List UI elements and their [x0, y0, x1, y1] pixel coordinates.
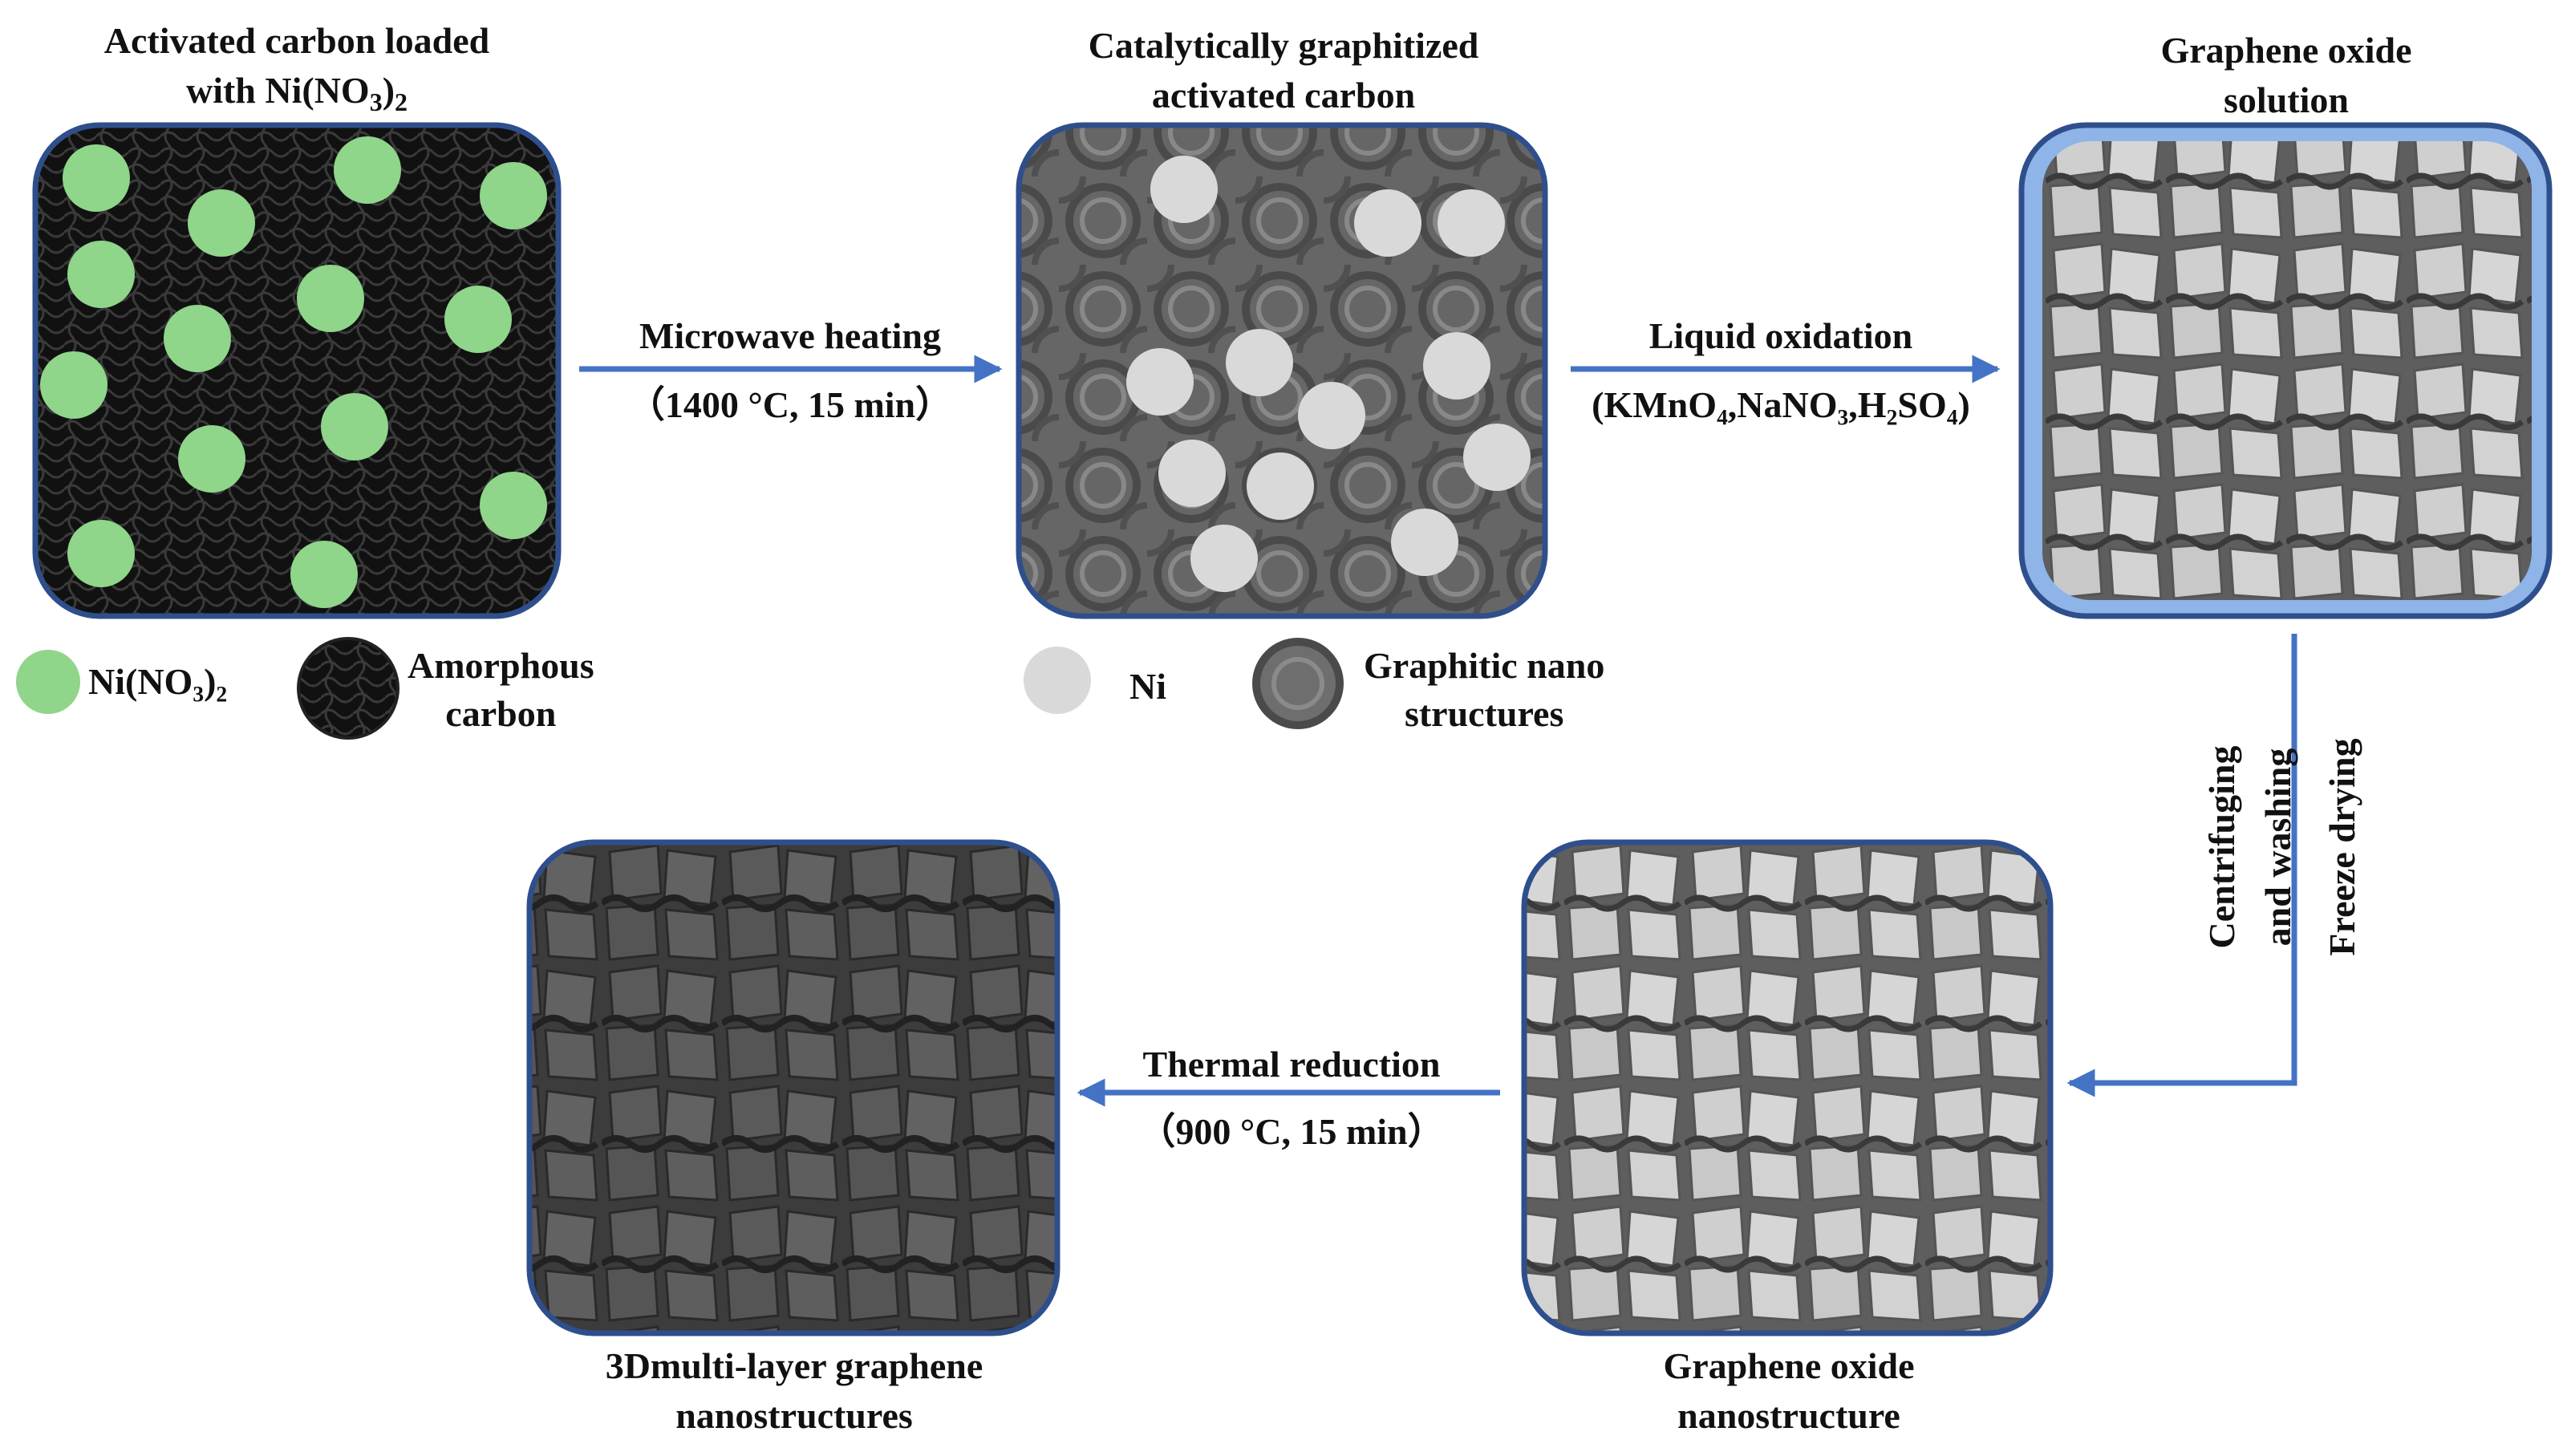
legend-graphitic-label: Graphitic nano structures [1364, 645, 1605, 734]
panel2-title: Catalytically graphitized activated carb… [1088, 25, 1479, 116]
arrow3-label-washing: and washing [2257, 748, 2298, 947]
legend-ni-label: Ni [1129, 666, 1166, 707]
arrow1-label: Microwave heating [639, 315, 942, 356]
arrow-centrifuge-freeze-dry [2066, 634, 2297, 1097]
panel3-title: Graphene oxide solution [2160, 30, 2412, 120]
panel-graphitized-carbon [1016, 122, 1548, 619]
panel-3d-graphene [526, 839, 1060, 1336]
panel1-title: Activated carbon loaded with Ni(NO3)2 [103, 20, 490, 117]
legend-graphitic-swatch [1252, 638, 1344, 729]
legend-ni-nitrate-label: Ni(NO₃)₂ [88, 661, 228, 702]
arrow3-label-centrifuging: Centrifuging [2201, 745, 2242, 949]
panel4-title: Graphene oxide nanostructure [1663, 1345, 1915, 1436]
panel-graphene-oxide-solution [2018, 122, 2553, 619]
panel5-title: 3Dmulti-layer graphene nanostructures [605, 1345, 983, 1436]
arrow4-condition: （900 °C, 15 min） [1138, 1111, 1445, 1152]
arrow3-label-freeze-drying: Freeze drying [2322, 738, 2362, 956]
panel-graphene-oxide-nanostructure [1521, 839, 2054, 1336]
arrow2-reagents: (KMnO₄,NaNO₃,H₂SO₄) [1592, 384, 1970, 425]
legend-amorphous-carbon-swatch [297, 637, 399, 740]
legend-ni-nitrate-swatch [16, 650, 80, 714]
panel-activated-carbon [32, 122, 562, 619]
arrow1-condition: （1400 °C, 15 min） [627, 384, 953, 425]
legend-ni-swatch [1024, 647, 1091, 714]
arrow4-label: Thermal reduction [1142, 1044, 1441, 1085]
arrow2-label: Liquid oxidation [1648, 315, 1913, 356]
legend-amorphous-label: Amorphous carbon [408, 645, 594, 734]
